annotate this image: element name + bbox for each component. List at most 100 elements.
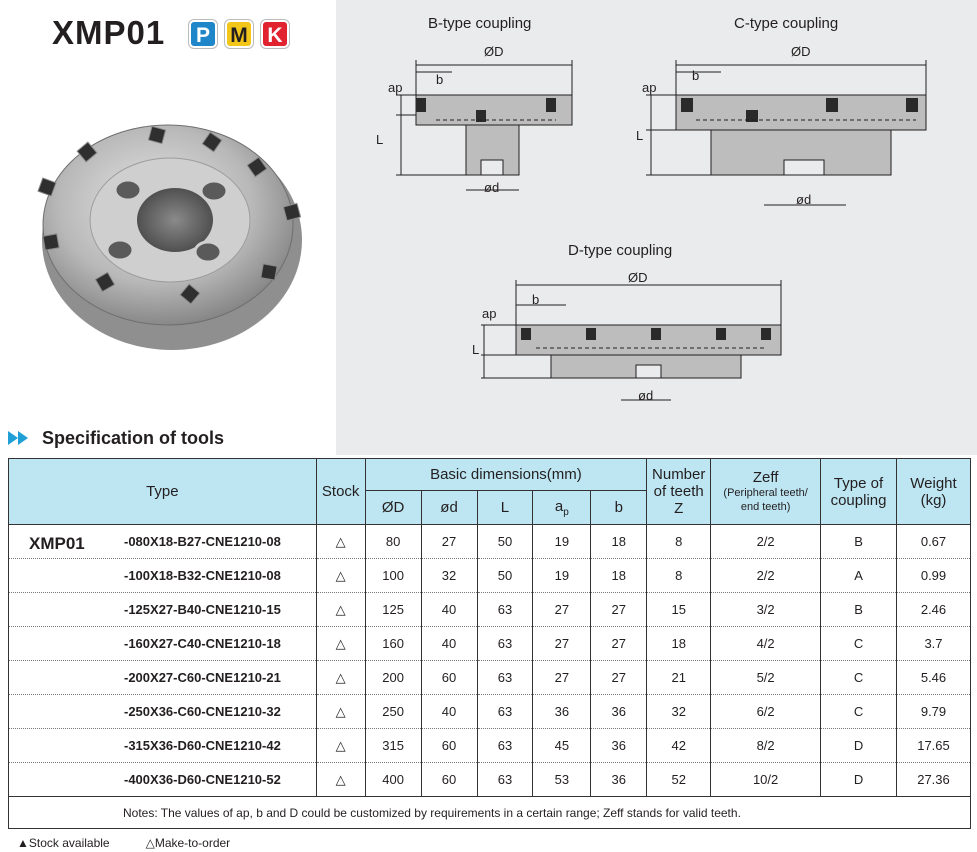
cell-weight: 5.46 <box>896 660 971 695</box>
cell-b: 27 <box>590 626 648 661</box>
cell-L: 63 <box>476 762 534 797</box>
header-ap-sub: p <box>563 506 569 518</box>
legend: ▲Stock available △Make-to-order <box>17 836 230 850</box>
d-type-ap-label: ap <box>482 306 497 321</box>
cell-d: 32 <box>420 558 478 593</box>
cell-D: 250 <box>364 694 422 729</box>
d-type-L-label: L <box>472 342 480 357</box>
header-D: ØD <box>364 490 422 525</box>
cell-z: 18 <box>646 626 712 661</box>
cell-d: 60 <box>420 728 478 763</box>
cell-ap: 27 <box>532 592 592 627</box>
header-ap: ap <box>532 490 592 525</box>
cell-D: 100 <box>364 558 422 593</box>
cell-weight: 27.36 <box>896 762 971 797</box>
cell-coupling: C <box>820 626 897 661</box>
cell-type: -125X27-B40-CNE1210-15 <box>8 592 317 627</box>
cell-b: 18 <box>590 558 648 593</box>
cell-stock: △ <box>315 660 366 695</box>
d-type-coupling-diagram <box>481 280 782 401</box>
b-type-b-label: b <box>436 72 444 87</box>
cell-stock: △ <box>315 592 366 627</box>
header-d: ød <box>420 490 478 525</box>
spec-table: Type Stock Basic dimensions(mm) Number o… <box>8 458 971 829</box>
header-L: L <box>476 490 534 525</box>
cell-stock: △ <box>315 694 366 729</box>
d-type-d-label: ød <box>638 388 654 403</box>
legend-make-to-order: △Make-to-order <box>145 836 231 850</box>
header-basic-dimensions: Basic dimensions(mm) <box>364 458 648 491</box>
cell-coupling: B <box>820 524 897 559</box>
cell-type: XMP01-080X18-B27-CNE1210-08 <box>8 524 317 559</box>
type-code: -315X36-D60-CNE1210-42 <box>124 738 281 753</box>
material-badge-p: P <box>189 20 217 48</box>
header-type-of-coupling: Type of coupling <box>820 458 897 525</box>
header-b: b <box>590 490 648 525</box>
cell-weight: 3.7 <box>896 626 971 661</box>
cell-z: 8 <box>646 558 712 593</box>
cell-coupling: C <box>820 660 897 695</box>
header-teeth-line1: Number <box>652 466 706 483</box>
b-type-L-label: L <box>376 132 384 147</box>
cell-ap: 27 <box>532 626 592 661</box>
type-code: -400X36-D60-CNE1210-52 <box>124 772 281 787</box>
header-ap-main: a <box>554 497 564 515</box>
cell-zeff: 2/2 <box>710 524 822 559</box>
product-panel: XMP01 P M K <box>0 0 336 455</box>
cell-zeff: 3/2 <box>710 592 822 627</box>
cell-z: 8 <box>646 524 712 559</box>
cell-d: 40 <box>420 626 478 661</box>
header-coupling-line2: coupling <box>830 491 887 509</box>
cell-coupling: D <box>820 728 897 763</box>
spec-heading: Specification of tools <box>6 426 224 450</box>
header-weight-line1: Weight <box>910 474 957 492</box>
type-code: -250X36-C60-CNE1210-32 <box>124 704 281 719</box>
header-zeff-title: Zeff <box>752 469 779 486</box>
c-type-ap-label: ap <box>642 80 657 95</box>
cell-d: 40 <box>420 694 478 729</box>
cell-stock: △ <box>315 524 366 559</box>
c-type-b-label: b <box>692 68 700 83</box>
cell-L: 50 <box>476 558 534 593</box>
header-zeff-sub1: (Peripheral teeth/ <box>723 487 808 499</box>
material-badge-k: K <box>261 20 289 48</box>
cell-coupling: A <box>820 558 897 593</box>
cell-z: 32 <box>646 694 712 729</box>
type-code: -160X27-C40-CNE1210-18 <box>124 636 281 651</box>
cell-d: 27 <box>420 524 478 559</box>
type-code: -200X27-C60-CNE1210-21 <box>124 670 281 685</box>
header-weight-line2: (kg) <box>920 491 947 509</box>
cell-weight: 9.79 <box>896 694 971 729</box>
cell-type: -200X27-C60-CNE1210-21 <box>8 660 317 695</box>
cell-zeff: 4/2 <box>710 626 822 661</box>
d-type-b-label: b <box>532 292 540 307</box>
cell-type: -100X18-B32-CNE1210-08 <box>8 558 317 593</box>
cell-weight: 17.65 <box>896 728 971 763</box>
header-number-of-teeth: Number of teeth Z <box>646 458 712 525</box>
header-weight: Weight (kg) <box>896 458 971 525</box>
cell-stock: △ <box>315 626 366 661</box>
cell-type: -160X27-C40-CNE1210-18 <box>8 626 317 661</box>
cell-zeff: 2/2 <box>710 558 822 593</box>
cell-D: 200 <box>364 660 422 695</box>
cell-zeff: 6/2 <box>710 694 822 729</box>
cell-d: 60 <box>420 762 478 797</box>
type-code: -080X18-B27-CNE1210-08 <box>124 534 281 549</box>
b-type-coupling-diagram <box>396 60 573 191</box>
cell-D: 160 <box>364 626 422 661</box>
cell-d: 40 <box>420 592 478 627</box>
cell-coupling: C <box>820 694 897 729</box>
cell-weight: 0.67 <box>896 524 971 559</box>
double-chevron-icon <box>8 431 28 445</box>
c-type-d-label: ød <box>796 192 812 207</box>
c-type-coupling-title: C-type coupling <box>734 15 839 32</box>
c-type-D-label: ØD <box>791 44 811 59</box>
header-zeff: Zeff (Peripheral teeth/ end teeth) <box>710 458 822 525</box>
table-notes: Notes: The values of ap, b and D could b… <box>8 796 971 829</box>
cell-b: 36 <box>590 694 648 729</box>
d-type-coupling-title: D-type coupling <box>568 242 673 259</box>
header-coupling-line1: Type of <box>833 474 884 492</box>
